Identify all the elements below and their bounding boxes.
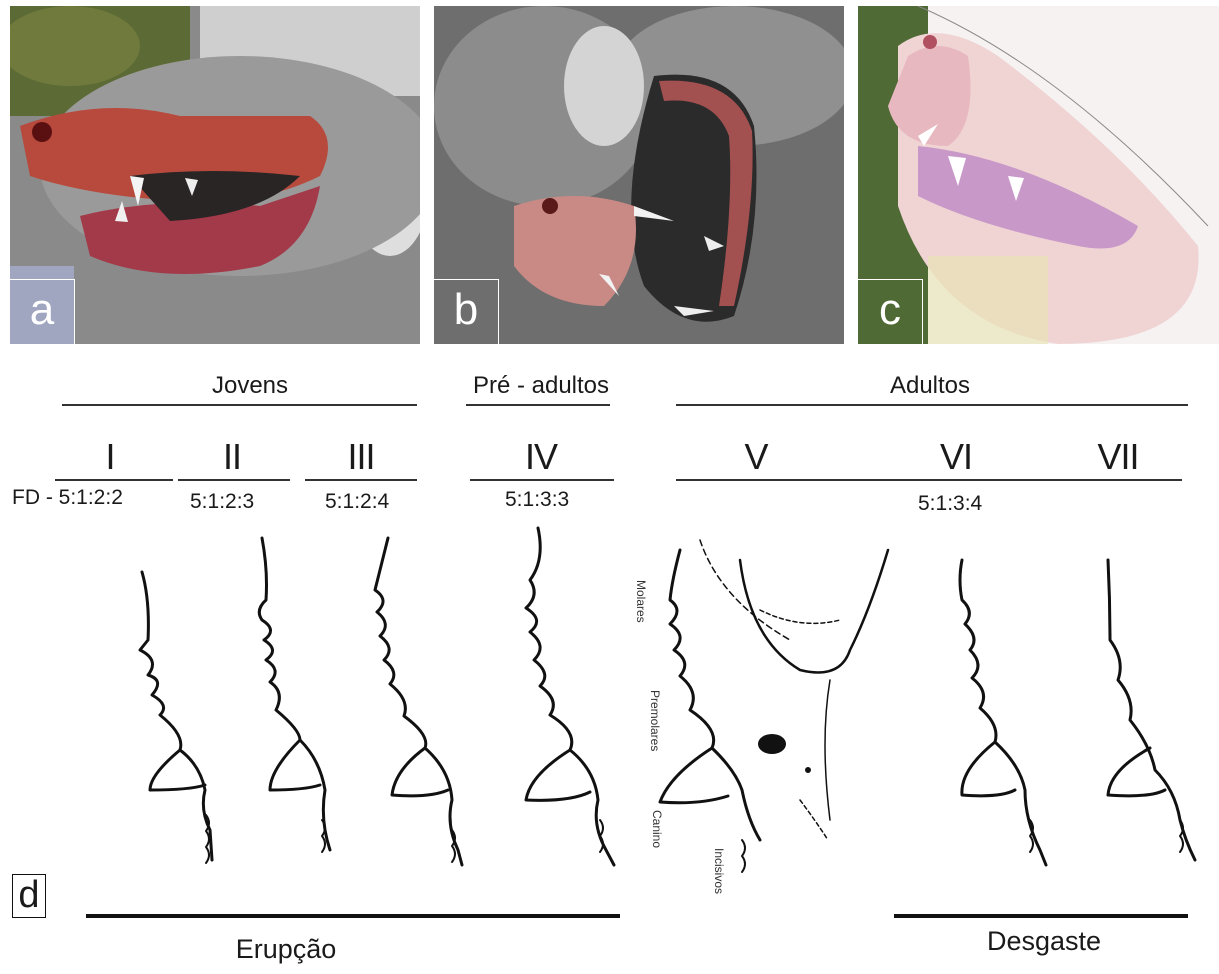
panel-label-a: a xyxy=(10,279,75,344)
jaw-class-VI xyxy=(960,560,1046,865)
class-I-rule xyxy=(55,479,173,481)
class-V: V xyxy=(744,436,767,478)
phase-wear: Desgaste xyxy=(987,926,1101,957)
class-III-rule xyxy=(305,479,417,481)
formula-II: 5:1:2:3 xyxy=(190,490,254,514)
photo-panel-c: c xyxy=(858,6,1219,344)
group-adult: Adultos xyxy=(890,372,970,400)
skull-foramen xyxy=(758,734,786,754)
adult-rule xyxy=(676,404,1188,406)
jaw-class-I xyxy=(140,572,212,863)
photo-panel-b: b xyxy=(434,6,844,344)
phase-eruption: Erupção xyxy=(236,934,337,965)
jaw-drawings xyxy=(0,520,1219,880)
class-V-VII-rule xyxy=(676,479,1182,481)
class-IV-rule xyxy=(470,479,614,481)
class-II: II xyxy=(223,436,241,478)
group-pre-adult: Pré - adultos xyxy=(473,372,609,400)
class-II-rule xyxy=(178,479,290,481)
panel-label-b: b xyxy=(434,279,499,344)
jaw-class-III xyxy=(375,538,462,865)
photo-panel-a: a xyxy=(10,6,420,344)
class-I: I xyxy=(105,436,114,478)
label-premolars: Premolares xyxy=(648,690,662,751)
young-rule xyxy=(62,404,417,406)
formula-IV: 5:1:3:3 xyxy=(505,488,569,512)
formula-III: 5:1:2:4 xyxy=(325,490,389,514)
class-VI: VI xyxy=(940,436,972,478)
label-molars: Molares xyxy=(634,580,648,623)
class-IV: IV xyxy=(525,436,557,478)
label-canine: Canino xyxy=(650,810,664,848)
jaw-class-V xyxy=(660,540,888,872)
panel-label-d: d xyxy=(12,874,46,918)
formula-I: FD - 5:1:2:2 xyxy=(12,486,123,510)
class-III: III xyxy=(347,436,374,478)
label-incisors: Incisivos xyxy=(712,848,726,894)
jaw-class-VII xyxy=(1108,560,1195,860)
jaw-class-IV xyxy=(526,528,614,865)
group-young: Jovens xyxy=(212,372,288,400)
class-VII: VII xyxy=(1097,436,1138,478)
pre-adult-rule xyxy=(466,404,610,406)
eruption-bar xyxy=(86,914,620,918)
jaw-class-II xyxy=(259,538,330,852)
wear-bar xyxy=(894,914,1188,918)
panel-label-c: c xyxy=(858,279,923,344)
formula-V-VII: 5:1:3:4 xyxy=(918,492,982,516)
